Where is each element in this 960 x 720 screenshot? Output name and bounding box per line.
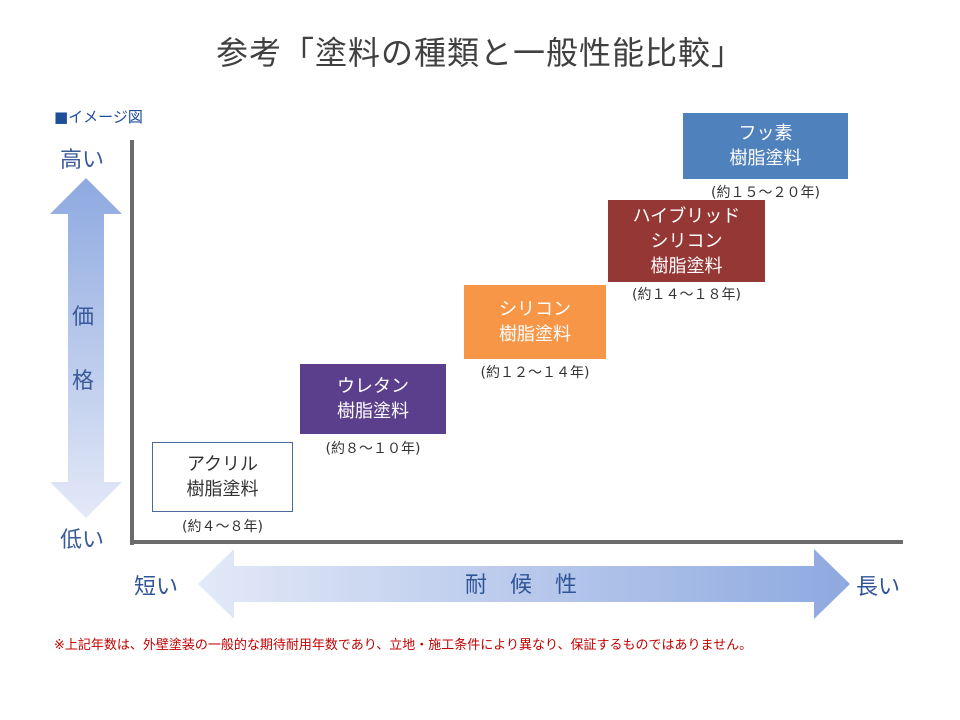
paint-label-line: シリコン [499,299,571,320]
paint-label-line: 樹脂塗料 [729,148,802,169]
y-axis-top-label: 高い [60,148,105,173]
durability-arrow-icon [198,549,850,619]
y-axis-line [130,140,134,545]
x-axis-title: 耐 候 性 [465,573,585,598]
y-axis-title-char: 価 [72,305,95,330]
paint-box-urethane: ウレタン 樹脂塗料 [300,364,446,434]
paint-label-line: 樹脂塗料 [186,479,259,500]
paint-box-fluorine: フッ素 樹脂塗料 [683,113,848,179]
paint-years-hybrid-silicone: (約１４～１８年) [632,287,741,303]
paint-box-silicone: シリコン 樹脂塗料 [464,285,606,359]
y-axis-title-char: 格 [72,369,95,394]
x-axis-line [130,540,903,544]
paint-label-line: 樹脂塗料 [499,324,571,345]
footnote: ※上記年数は、外壁塗装の一般的な期待耐用年数であり、立地・施工条件により異なり、… [54,638,753,653]
price-arrow-icon [50,178,122,518]
paint-years-fluorine: (約１５～２０年) [711,185,820,201]
paint-box-hybrid-silicone: ハイブリッド シリコン 樹脂塗料 [608,200,765,282]
paint-label-line: フッ素 [738,123,793,144]
paint-years-urethane: (約８～１０年) [325,441,421,457]
x-axis-right-label: 長い [856,575,901,600]
paint-years-silicone: (約１２～１４年) [480,365,590,381]
paint-label-line: アクリル [186,454,259,475]
paint-label-line: シリコン [650,230,723,252]
paint-label-line: ハイブリッド [632,205,741,227]
paint-box-acrylic: アクリル 樹脂塗料 [152,442,293,512]
paint-years-acrylic: (約４～８年) [182,519,263,535]
x-axis-left-label: 短い [134,575,179,600]
paint-label-line: 樹脂塗料 [650,255,723,277]
y-axis-bottom-label: 低い [60,528,105,553]
page-title: 参考「塗料の種類と一般性能比較」 [215,34,744,72]
paint-label-line: ウレタン [337,376,409,397]
legend-label: ■イメージ図 [54,108,143,126]
paint-label-line: 樹脂塗料 [337,401,409,422]
